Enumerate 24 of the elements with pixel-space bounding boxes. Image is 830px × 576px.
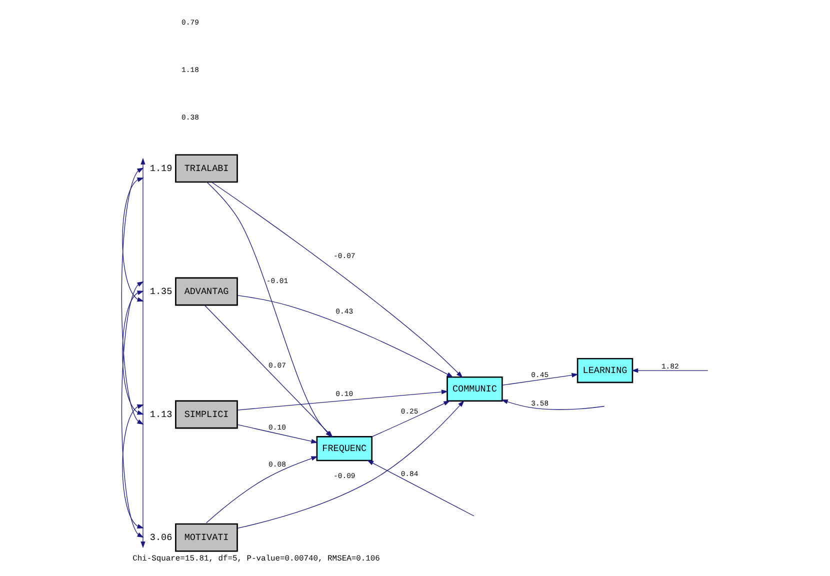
- arrow: [237, 400, 464, 529]
- arrow: [122, 290, 144, 415]
- node-box: FREQUENC: [316, 436, 373, 462]
- arrow: [502, 372, 578, 386]
- arrow: [206, 456, 318, 524]
- arrow: [366, 460, 474, 516]
- arrow: [632, 368, 708, 373]
- arrow: [372, 400, 450, 438]
- arrow: [237, 295, 454, 378]
- node-box: COMMUNIC: [446, 376, 503, 402]
- arrow: [140, 158, 146, 548]
- node-label: 1.19: [150, 162, 172, 174]
- arrow: [121, 281, 144, 538]
- arrow: [121, 168, 144, 425]
- node-label: 1.13: [150, 408, 172, 420]
- arrow: [237, 390, 448, 410]
- node-box: LEARNING: [576, 358, 634, 384]
- node-label: 1.35: [150, 286, 172, 297]
- arrow: [212, 182, 463, 378]
- arrow: [237, 424, 318, 444]
- arrow: [501, 400, 605, 410]
- node-label: 3.06: [150, 532, 172, 543]
- arrow: [122, 404, 144, 529]
- arrow: [122, 178, 144, 302]
